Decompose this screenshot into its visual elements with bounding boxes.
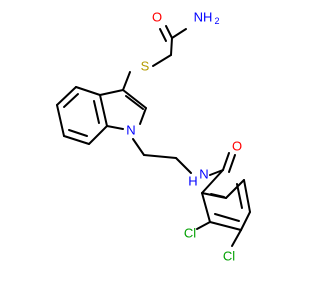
oxygen-label-top: O [152,10,162,25]
bond-lines [56,25,251,247]
bond-c5-c6 [56,104,65,137]
bond-carbonyl-1 [165,25,173,39]
amide-hydrogen-label: H [188,174,197,189]
atom-labels: O NH 2 S N N H O Cl Cl [126,10,242,264]
bond-c-nh2 [171,28,187,39]
sulfur-label: S [141,59,150,74]
bond-ar-c3-c4 [240,211,251,231]
amine-label: NH [194,10,213,25]
bond-c4-c5 [56,86,77,106]
oxygen-label-right: O [232,139,242,154]
bond-ar-c2-cl [196,221,211,230]
amine-subscript-label: 2 [214,16,219,26]
bond-c3-c2-double [125,95,144,110]
amide-nitrogen-label: N [199,167,208,182]
bond-c3a-c4 [75,86,101,96]
chlorine-label-para: Cl [223,249,235,264]
bond-ch2-nh [175,157,192,174]
bond-c2-n1 [139,107,147,125]
bond-co-o-double [228,154,236,173]
molecule-structure: O NH 2 S N N H O Cl Cl [56,10,251,264]
bond-ar-c1-c2 [201,192,211,223]
bond-c3-c3a [99,89,124,96]
bond-c6-c7-double [68,129,88,137]
bond-co-o [222,152,230,171]
bond-nh-co [209,169,224,176]
bond-ar-c6-c1-double [210,193,225,198]
bond-ch2-ch2 [143,154,177,159]
bond-n1-c7a [106,125,124,130]
bond-ar-c2-c3-double [214,213,240,222]
bond-c6-c7 [63,135,90,145]
bond-c4-c5-double [63,93,79,108]
bond-ar-c4-c5-double [236,183,243,209]
chlorine-label-ortho: Cl [184,226,196,241]
bond-c7-c7a [88,125,108,145]
bond-s-c3 [122,71,131,91]
bond-n1-ch2 [132,138,145,156]
bond-co-ar [201,169,224,194]
bond-c3-c2 [122,89,147,109]
bond-c7a-c3a-inner [93,100,100,124]
bond-ar-c4-c5 [243,179,251,213]
bond-carbonyl-2 [159,28,167,42]
bond-ar-c2-c3 [209,221,242,231]
bond-ar-c4-cl [231,229,242,247]
bond-c-ch2-a [170,37,173,56]
indole-nitrogen-label: N [126,123,135,138]
bond-ar-c5-c6 [225,179,245,199]
bond-c3a-c7a [99,94,108,127]
bond-ch2-s [152,54,172,67]
